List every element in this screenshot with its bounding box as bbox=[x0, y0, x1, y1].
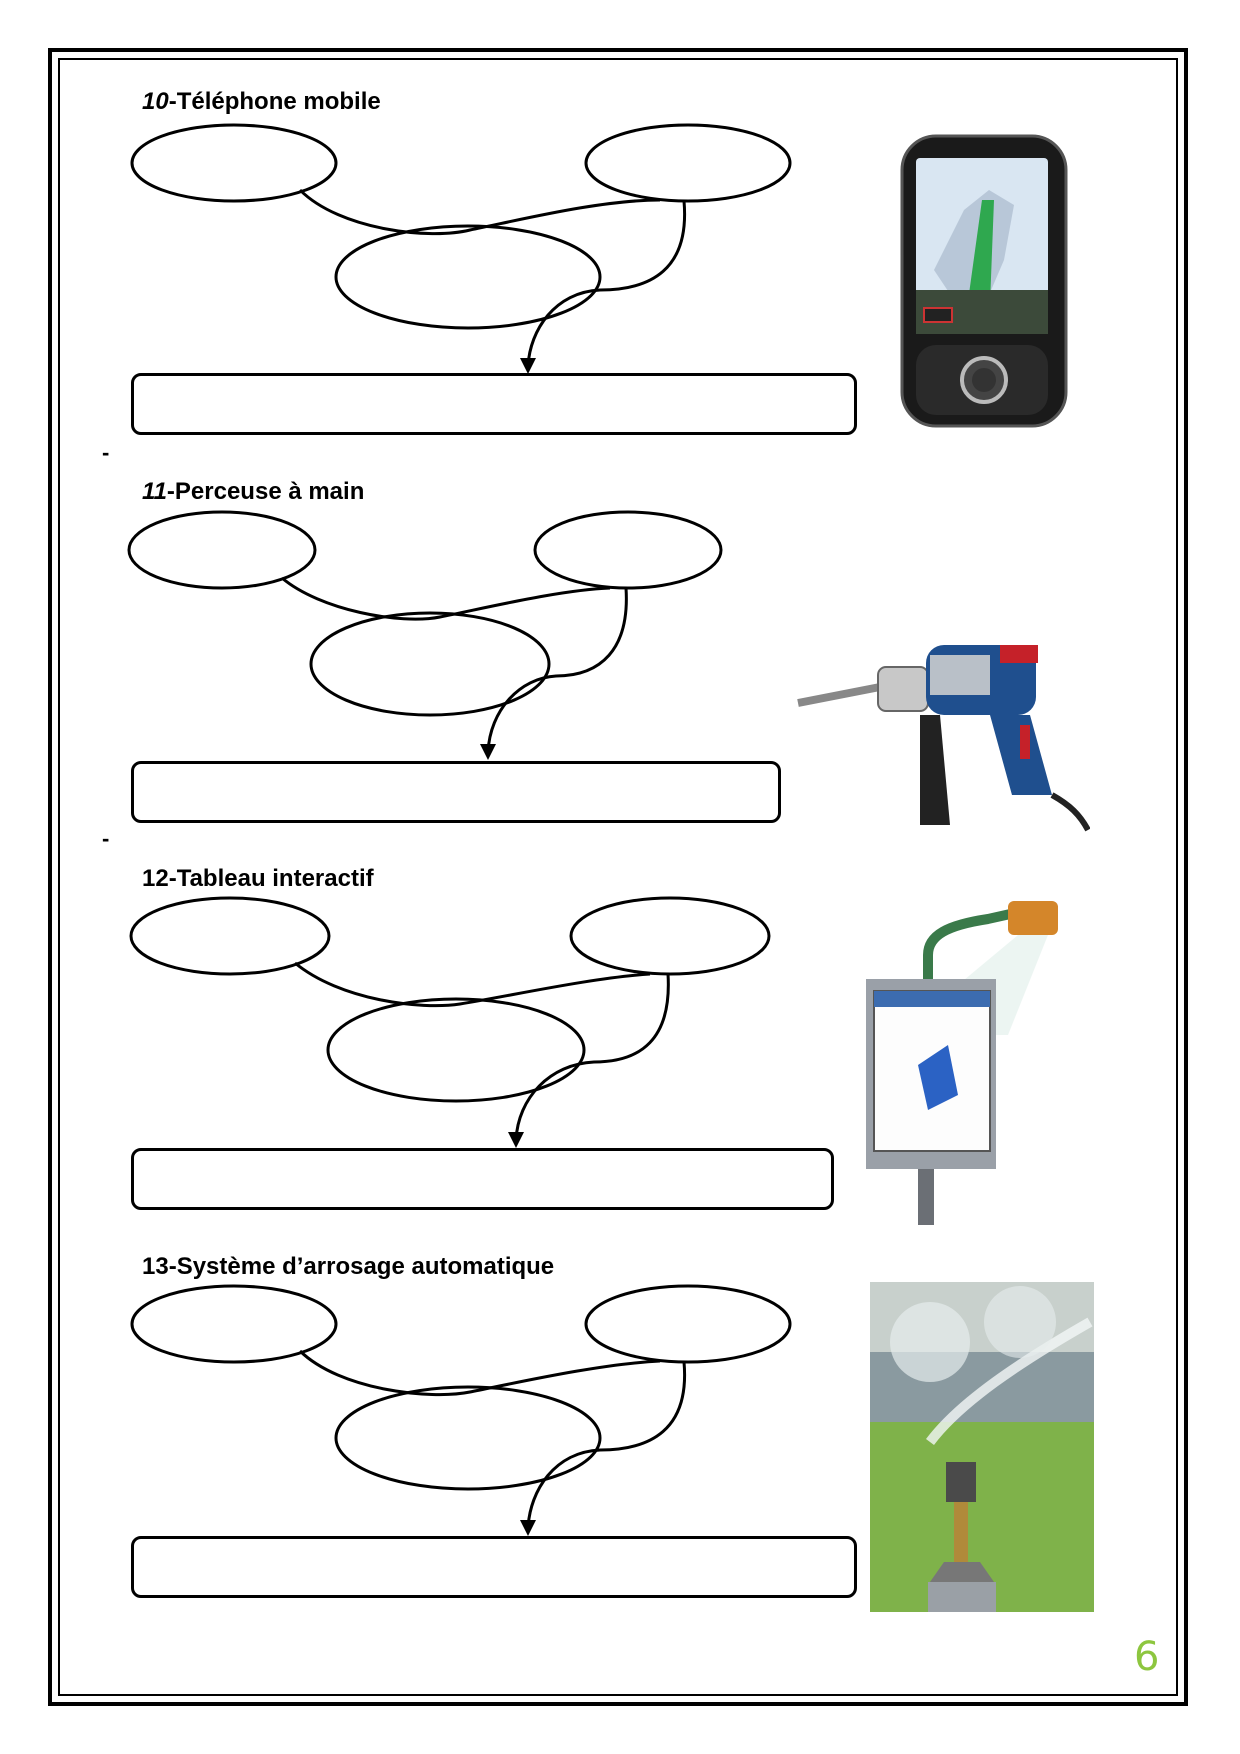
ellipse-left bbox=[129, 896, 331, 976]
separator-dash: - bbox=[102, 826, 110, 851]
answer-box-10[interactable] bbox=[131, 373, 857, 435]
arrow-head bbox=[480, 744, 496, 760]
page-border-outer bbox=[48, 48, 1188, 1706]
section-title-text: 12-Tableau interactif bbox=[142, 865, 374, 892]
ellipse-center bbox=[334, 224, 602, 330]
ellipse-center bbox=[326, 997, 586, 1103]
answer-box-13[interactable] bbox=[131, 1536, 857, 1598]
ellipse-left bbox=[127, 510, 317, 590]
ellipse-center bbox=[334, 1385, 602, 1491]
page-number: 6 bbox=[1134, 1634, 1160, 1680]
mobile-phone-image bbox=[900, 134, 1068, 428]
arrow-curve bbox=[526, 200, 687, 367]
ellipse-left bbox=[130, 123, 338, 203]
connector-curve bbox=[294, 961, 651, 1008]
ellipse-center bbox=[309, 611, 551, 717]
section-title-13: 13-Système d’arrosage automatique bbox=[142, 1253, 554, 1281]
connector-curve bbox=[298, 188, 661, 236]
separator-dash: - bbox=[102, 440, 110, 465]
ellipse-right bbox=[584, 1284, 792, 1364]
section-number: 11 bbox=[142, 478, 167, 505]
sprinkler-image bbox=[870, 1282, 1094, 1612]
arrow-curve bbox=[486, 587, 628, 753]
ellipse-right bbox=[533, 510, 723, 590]
arrow-head bbox=[520, 358, 536, 374]
answer-box-11[interactable] bbox=[131, 761, 781, 823]
ellipse-left bbox=[130, 1284, 338, 1364]
section-title-text: -Perceuse à main bbox=[166, 478, 365, 505]
arrow-curve bbox=[526, 1361, 687, 1529]
hand-drill-image bbox=[797, 645, 1090, 832]
page-border-inner bbox=[58, 58, 1178, 1696]
connector-curve bbox=[281, 576, 611, 621]
answer-box-12[interactable] bbox=[131, 1148, 834, 1210]
ellipse-right bbox=[569, 896, 771, 976]
ellipse-right bbox=[584, 123, 792, 203]
connector-curve bbox=[298, 1349, 661, 1397]
section-title-10: 10-Téléphone mobile bbox=[142, 88, 381, 116]
section-title-text: 13-Système d’arrosage automatique bbox=[142, 1253, 555, 1280]
interactive-whiteboard-image bbox=[866, 901, 1058, 1225]
section-title-text: -Téléphone mobile bbox=[168, 88, 381, 115]
arrow-curve bbox=[514, 973, 670, 1141]
section-number: 10 bbox=[142, 88, 169, 115]
arrow-head bbox=[508, 1132, 524, 1148]
arrow-head bbox=[520, 1520, 536, 1536]
section-title-11: 11-Perceuse à main bbox=[142, 478, 364, 506]
section-title-12: 12-Tableau interactif bbox=[142, 865, 374, 893]
